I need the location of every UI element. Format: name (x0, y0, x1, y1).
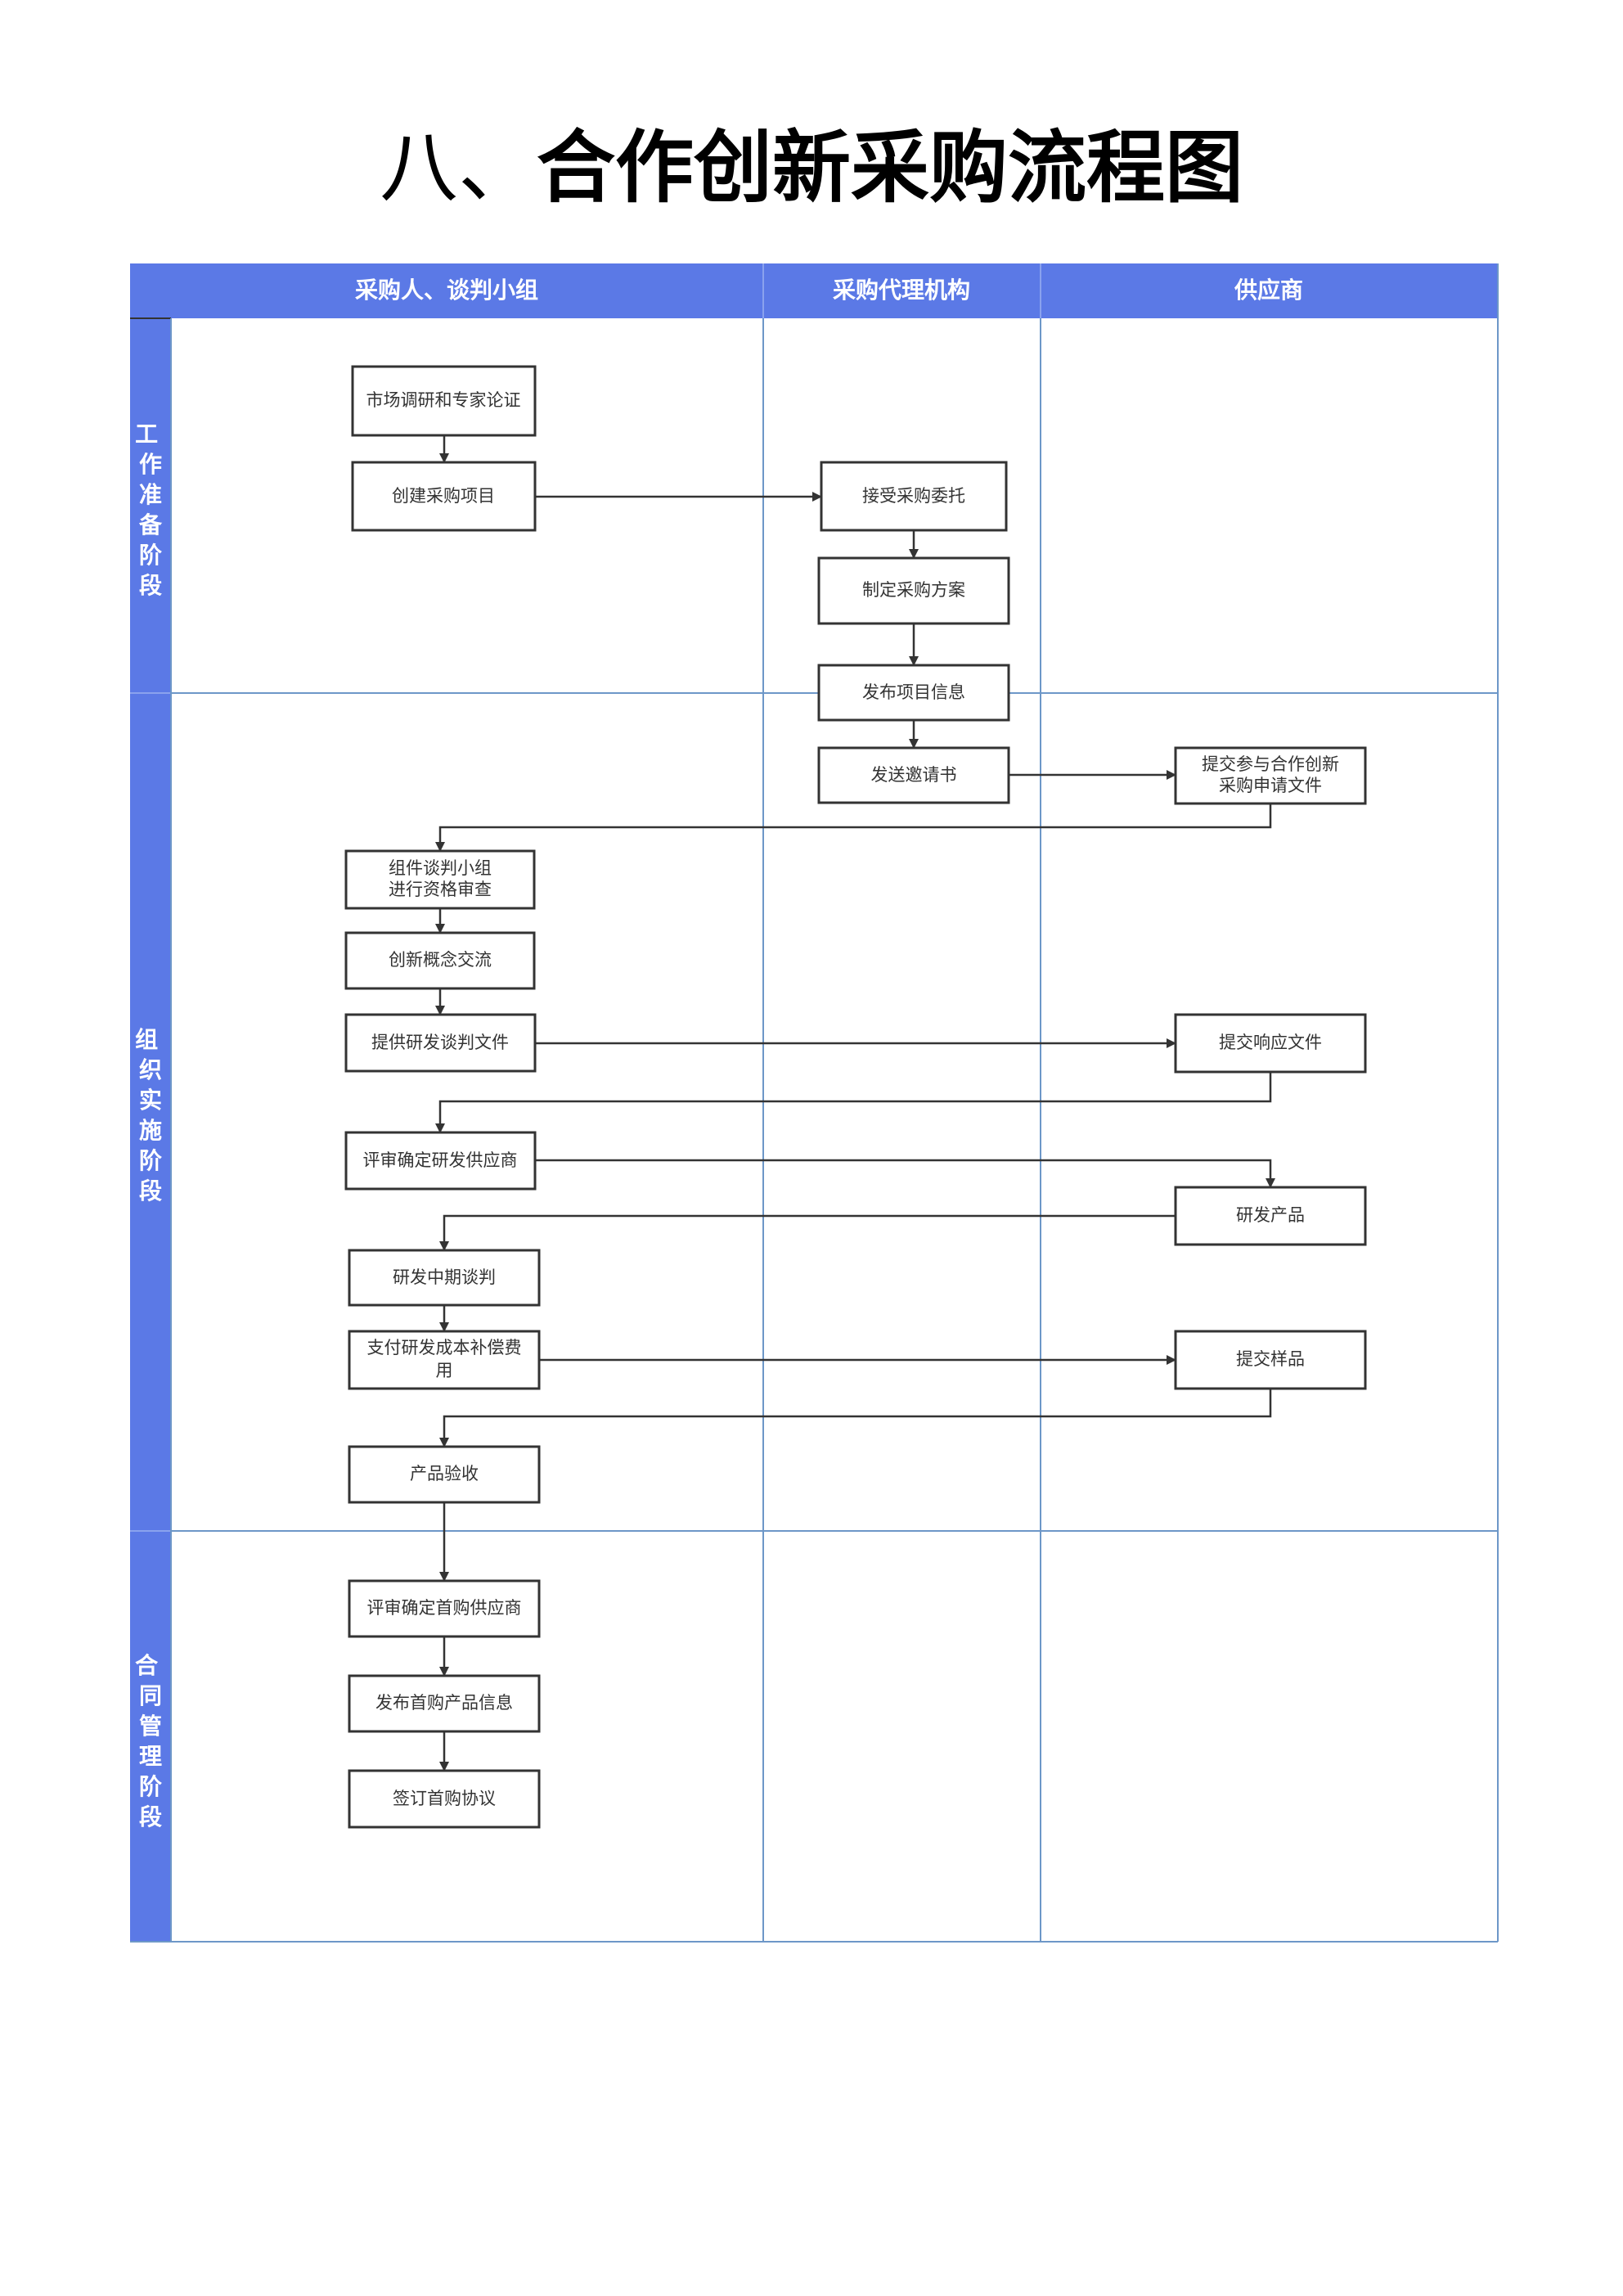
box-submit-sample (1174, 1330, 1367, 1390)
phase-sidebar (130, 318, 171, 1942)
process-boxes (344, 365, 1367, 1829)
phase-label-preparation-c2: 准 (139, 481, 162, 508)
box-concept-exchange (344, 931, 536, 990)
label-send-invitation: 发送邀请书 (871, 765, 957, 785)
label-provide-docs: 提供研发谈判文件 (371, 1033, 509, 1052)
box-develop-product (1174, 1186, 1367, 1246)
label-make-plan: 制定采购方案 (862, 580, 965, 600)
label-submit-application-line1: 提交参与合作创新 (1202, 754, 1339, 774)
label-product-acceptance: 产品验收 (410, 1464, 479, 1483)
label-form-team-line1: 组件谈判小组 (389, 858, 492, 878)
box-select-rd-supplier (344, 1131, 537, 1191)
label-pay-cost-line2: 用 (436, 1361, 453, 1380)
box-sign-agreement (348, 1769, 541, 1829)
page-title: 八、合作创新采购流程图 (0, 115, 1623, 221)
box-market-research (351, 365, 537, 437)
box-labels: 市场调研和专家论证 创建采购项目 接受采购委托 制定采购方案 发布项目信息 发送… (363, 390, 1340, 1808)
phase-label-contract: 合 同管理阶段 (135, 1652, 166, 1830)
box-submit-application (1174, 746, 1367, 805)
phase-label-contract-c0: 合 (135, 1652, 159, 1679)
phase-label-contract-c4: 阶 (139, 1773, 162, 1800)
label-market-research: 市场调研和专家论证 (366, 390, 521, 410)
phase-label-preparation-c3: 备 (138, 511, 163, 538)
phase-label-contract-c5: 段 (139, 1803, 162, 1830)
box-create-project (351, 461, 537, 532)
phase-label-contract-c3: 理 (139, 1743, 162, 1770)
label-concept-exchange: 创新概念交流 (389, 950, 492, 970)
phase-label-implementation-c3: 施 (139, 1117, 162, 1144)
box-accept-commission (820, 461, 1008, 532)
phase-label-contract-c2: 管 (139, 1713, 162, 1740)
arrow-response-to-select (435, 1072, 1272, 1133)
box-send-invitation (817, 746, 1010, 804)
label-sign-agreement: 签订首购协议 (393, 1789, 496, 1808)
phase-label-implementation-c5: 段 (139, 1177, 162, 1204)
label-submit-application-line2: 采购申请文件 (1219, 776, 1322, 795)
arrow-develop-to-midterm (439, 1214, 1176, 1251)
phase-label-preparation: 工 作准备阶段 (135, 421, 166, 599)
label-publish-info: 发布项目信息 (862, 682, 965, 702)
column-header-purchaser: 采购人、谈判小组 (355, 277, 538, 304)
arrow-application-to-team (435, 804, 1272, 852)
label-pay-cost-line1: 支付研发成本补偿费 (367, 1338, 522, 1357)
label-create-project: 创建采购项目 (392, 486, 495, 506)
box-midterm-negotiation (348, 1249, 541, 1307)
phase-label-preparation-c1: 作 (139, 451, 162, 478)
label-develop-product: 研发产品 (1236, 1205, 1305, 1225)
arrow-sample-to-acceptance (439, 1389, 1272, 1447)
phase-label-implementation-c1: 织 (139, 1056, 162, 1083)
box-product-acceptance (348, 1445, 541, 1504)
phase-label-implementation-c0: 组 (135, 1026, 158, 1053)
label-submit-response: 提交响应文件 (1219, 1033, 1322, 1052)
label-midterm-negotiation: 研发中期谈判 (393, 1267, 496, 1287)
box-provide-docs (344, 1013, 537, 1073)
title-prefix: 八、 (380, 122, 537, 214)
label-accept-commission: 接受采购委托 (862, 486, 965, 506)
column-header-supplier: 供应商 (1234, 277, 1303, 304)
phase-label-preparation-c0: 工 (135, 421, 158, 448)
box-make-plan (817, 556, 1010, 625)
phase-label-implementation-c4: 阶 (139, 1147, 162, 1174)
column-header-agency: 采购代理机构 (833, 277, 970, 304)
label-publish-first-purchase: 发布首购产品信息 (375, 1693, 513, 1713)
phase-label-preparation-c4: 阶 (139, 542, 162, 569)
connectors (435, 435, 1275, 1772)
swimlane-grid (130, 263, 1499, 1943)
box-publish-first-purchase (348, 1674, 541, 1733)
box-publish-info (817, 664, 1010, 722)
box-form-team (344, 849, 536, 910)
arrow-select-to-develop (535, 1159, 1275, 1188)
phase-label-implementation: 组 织实施阶段 (135, 1026, 166, 1204)
phase-label-implementation-c2: 实 (139, 1087, 162, 1114)
box-select-first-supplier (348, 1579, 541, 1638)
box-submit-response (1174, 1013, 1367, 1074)
title-main: 合作创新采购流程图 (537, 122, 1243, 214)
phase-label-contract-c1: 同 (139, 1682, 162, 1709)
label-form-team-line2: 进行资格审查 (389, 880, 492, 899)
label-select-rd-supplier: 评审确定研发供应商 (363, 1150, 518, 1170)
phase-label-preparation-c5: 段 (139, 572, 162, 599)
label-submit-sample: 提交样品 (1236, 1349, 1305, 1369)
header-bar (130, 263, 1498, 318)
box-pay-cost (348, 1330, 541, 1390)
label-select-first-supplier: 评审确定首购供应商 (367, 1598, 522, 1618)
